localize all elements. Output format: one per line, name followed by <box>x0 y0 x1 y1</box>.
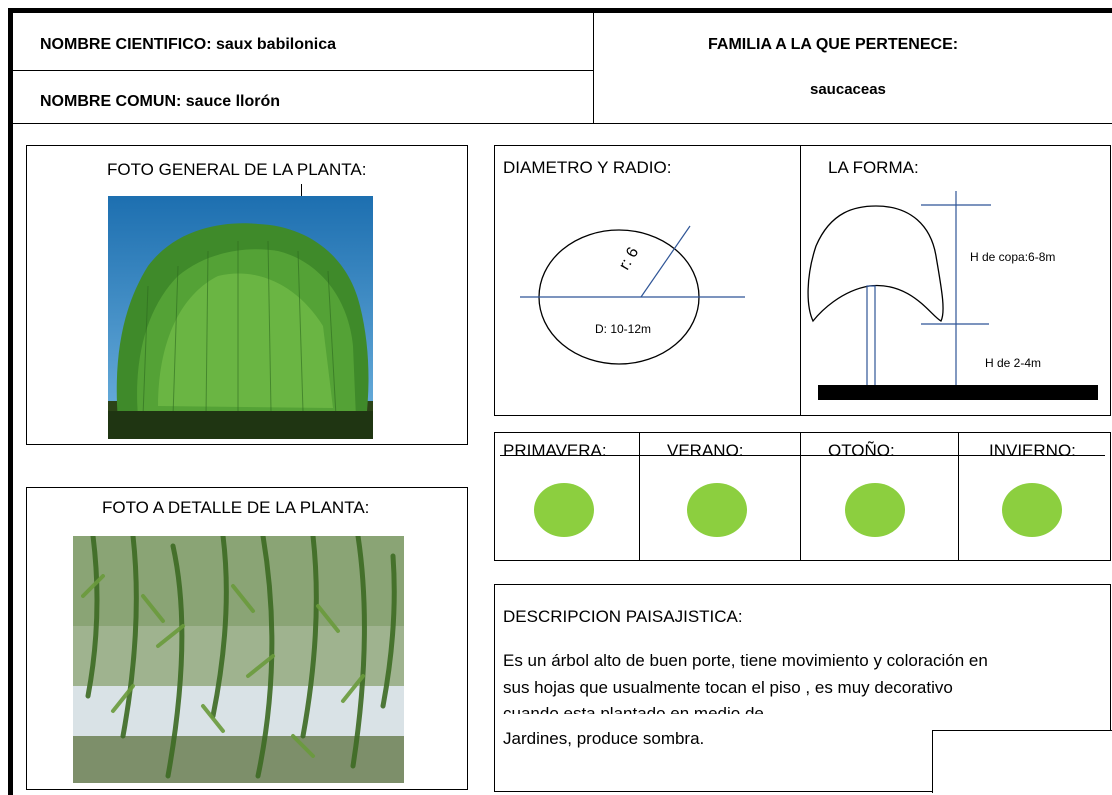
diameter-form-divider <box>800 146 801 415</box>
description-line-3: cuando esta plantado en medio de <box>503 704 764 714</box>
season-dot-spring <box>534 483 594 537</box>
tree-form-diagram <box>807 191 1098 400</box>
general-photo-panel: FOTO GENERAL DE LA PLANTA: <box>26 145 468 445</box>
season-dot-winter <box>1002 483 1062 537</box>
scientific-name: NOMBRE CIENTIFICO: saux babilonica <box>40 36 337 53</box>
willow-leaves-photo <box>73 536 404 783</box>
season-divider-1 <box>639 433 640 560</box>
description-title: DESCRIPCION PAISAJISTICA: <box>503 607 743 626</box>
header-row-divider <box>13 70 593 71</box>
description-corner-notch <box>932 730 1112 793</box>
detail-photo-title: FOTO A DETALLE DE LA PLANTA: <box>102 498 370 517</box>
season-divider-2 <box>800 433 801 560</box>
description-bottom-line <box>494 791 932 792</box>
diameter-diagram <box>520 225 745 365</box>
general-photo-title: FOTO GENERAL DE LA PLANTA: <box>107 160 367 179</box>
common-name: NOMBRE COMUN: sauce llorón <box>40 93 281 110</box>
description-line-2: sus hojas que usualmente tocan el piso ,… <box>503 678 953 697</box>
trunk-height-label: H de 2-4m <box>985 356 1042 370</box>
cursor-mark <box>301 184 302 200</box>
season-dot-autumn <box>845 483 905 537</box>
header-col-divider <box>593 13 594 123</box>
header-table: NOMBRE CIENTIFICO: saux babilonica NOMBR… <box>13 13 1112 125</box>
willow-tree-photo <box>108 196 373 439</box>
description-line-4: Jardines, produce sombra. <box>503 729 705 748</box>
family-value: saucaceas <box>810 81 886 98</box>
season-label-strike <box>500 455 1105 456</box>
diameter-form-panel: DIAMETRO Y RADIO: r: 6 D: 10-12m LA FORM… <box>494 145 1111 416</box>
form-title: LA FORMA: <box>828 158 919 177</box>
season-divider-3 <box>958 433 959 560</box>
header-bottom-line <box>13 123 1112 124</box>
diameter-title: DIAMETRO Y RADIO: <box>503 158 672 177</box>
season-label-winter: INVIERNO: <box>989 441 1076 460</box>
season-label-summer: VERANO: <box>667 441 744 460</box>
crown-height-label: H de copa:6-8m <box>970 250 1056 264</box>
seasons-panel: PRIMAVERA: VERANO: OTOÑO: INVIERNO: <box>494 432 1111 561</box>
family-title: FAMILIA A LA QUE PERTENECE: <box>708 36 959 53</box>
diameter-label: D: 10-12m <box>595 322 652 336</box>
season-label-autumn: OTOÑO: <box>828 441 895 460</box>
detail-photo-panel: FOTO A DETALLE DE LA PLANTA: <box>26 487 468 790</box>
description-line-1: Es un árbol alto de buen porte, tiene mo… <box>503 651 988 670</box>
page-frame <box>8 8 1112 795</box>
description-panel: DESCRIPCION PAISAJISTICA: Es un árbol al… <box>494 584 1112 793</box>
season-dot-summer <box>687 483 747 537</box>
season-label-spring: PRIMAVERA: <box>503 441 607 460</box>
